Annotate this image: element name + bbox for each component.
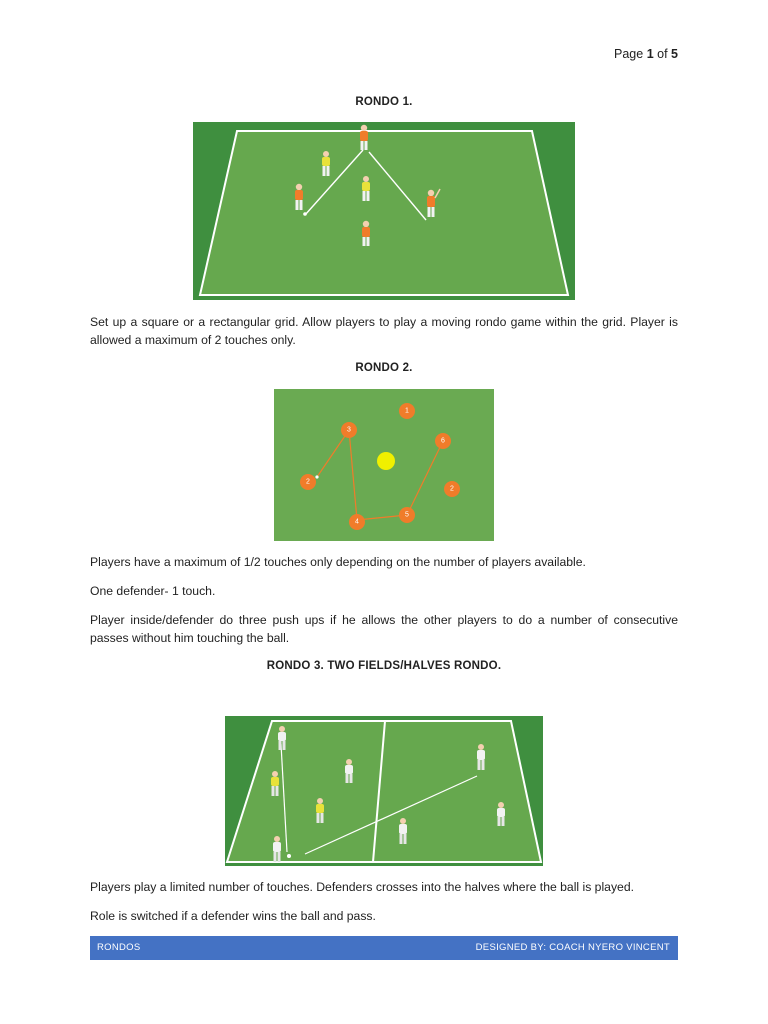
- player-white-5: [399, 818, 407, 844]
- pass-lines: [280, 743, 478, 855]
- player-white-6: [273, 836, 281, 862]
- page-number: Page 1 of 5: [614, 47, 678, 61]
- rondo3-paragraph-1: Players play a limited number of touches…: [90, 880, 634, 894]
- svg-text:5: 5: [405, 512, 409, 519]
- defender-yellow: [377, 452, 395, 470]
- rondo3-title: RONDO 3. TWO FIELDS/HALVES RONDO.: [266, 660, 502, 672]
- footer-bar: RONDOS DESIGNED BY: COACH NYERO VINCENT: [90, 936, 678, 960]
- svg-text:2: 2: [450, 486, 454, 493]
- halfway-line: [372, 720, 386, 863]
- player-yellow-1: [271, 771, 279, 796]
- pass-lines: [304, 149, 427, 221]
- pass-lines: [316, 429, 444, 521]
- player-6: 6: [435, 433, 451, 449]
- rondo2-paragraph-3: Player inside/defender do three push ups…: [90, 613, 678, 645]
- player-white-3: [477, 744, 485, 770]
- player-white-4: [497, 802, 505, 826]
- rondo1-diagram: [193, 122, 575, 300]
- player-yellow-left: [322, 151, 330, 176]
- svg-text:4: 4: [355, 519, 359, 526]
- player-orange-right: [427, 188, 441, 217]
- player-yellow-2: [316, 798, 324, 823]
- player-4: 4: [349, 514, 365, 530]
- player-white-2: [345, 759, 353, 783]
- player-white-1: [278, 726, 286, 750]
- player-1: 1: [399, 403, 415, 419]
- rondo2-paragraph-1: Players have a maximum of 1/2 touches on…: [90, 555, 586, 569]
- player-2-left: 2: [300, 474, 316, 490]
- svg-text:1: 1: [405, 408, 409, 415]
- footer-left: RONDOS: [97, 942, 141, 953]
- player-2-right: 2: [444, 481, 460, 497]
- rondo2-paragraph-2: One defender- 1 touch.: [90, 584, 216, 598]
- rondo1-description: Set up a square or a rectangular grid. A…: [90, 315, 678, 347]
- player-orange-top: [360, 124, 368, 150]
- player-5: 5: [399, 507, 415, 523]
- svg-text:2: 2: [306, 479, 310, 486]
- player-orange-bottom: [362, 220, 370, 246]
- svg-text:3: 3: [347, 427, 351, 434]
- pitch-grid: [225, 720, 543, 863]
- player-orange-left: [295, 183, 303, 210]
- ball-marker: [315, 475, 319, 479]
- svg-text:6: 6: [441, 438, 445, 445]
- pitch-grid: [198, 130, 570, 296]
- page-total: 5: [671, 47, 678, 61]
- rondo2-title: RONDO 2.: [355, 362, 413, 374]
- rondo3-diagram: [225, 716, 543, 866]
- player-yellow-center: [362, 176, 370, 201]
- ball: [303, 212, 307, 216]
- footer-right: DESIGNED BY: COACH NYERO VINCENT: [475, 942, 670, 953]
- ball: [287, 854, 291, 858]
- rondo3-paragraph-2: Role is switched if a defender wins the …: [90, 909, 376, 923]
- player-3: 3: [341, 422, 357, 438]
- rondo1-title: RONDO 1.: [355, 96, 413, 108]
- page-current: 1: [646, 47, 654, 61]
- rondo2-diagram: 1 3 6 2 2 4 5: [274, 389, 494, 541]
